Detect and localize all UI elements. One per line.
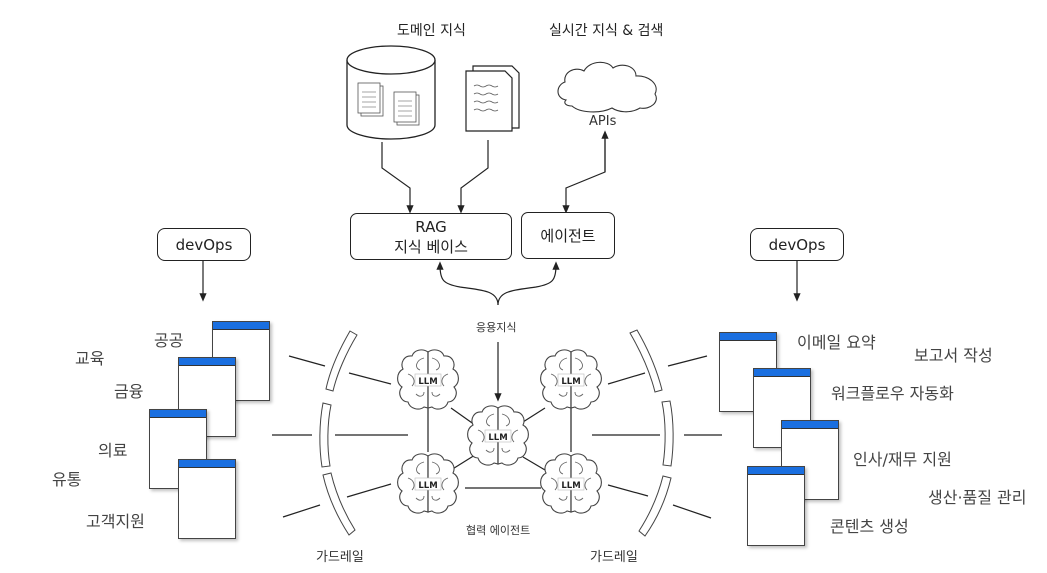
left-guardrail-lines [272,355,408,518]
right-app-window-4 [747,466,805,546]
right-guardrail-lines [592,355,722,519]
right-devops-box[interactable]: devOps [750,228,844,261]
left-guardrail-label: 가드레일 [316,550,364,565]
right-guardrail-label: 가드레일 [590,550,638,565]
llm-label: LLM [488,433,507,443]
task-label-production-quality: 생산·품질 관리 [928,488,1027,507]
llm-connections [427,407,572,489]
domain-label-medical: 의료 [98,441,128,460]
cloud-icon [557,61,657,113]
db-to-rag-arrow [381,142,414,214]
llm-brain-icon: LLM [467,405,529,466]
document-stack-icon [465,65,520,132]
left-devops-box[interactable]: devOps [157,228,251,261]
llm-label: LLM [561,481,580,491]
rag-knowledge-base-box[interactable]: RAG 지식 베이스 [350,213,512,260]
task-label-workflow-automation: 워크플로우 자동화 [831,384,954,403]
left-app-window-2 [178,357,236,437]
right-devops-label: devOps [768,235,826,254]
agent-box[interactable]: 에이전트 [521,212,615,259]
task-label-report-writing: 보고서 작성 [914,346,993,365]
llm-brain-icon: LLM [540,349,602,410]
llm-label: LLM [418,481,437,491]
domain-label-retail: 유통 [52,470,82,489]
docs-to-rag-arrow [457,140,489,214]
agent-label: 에이전트 [540,226,596,245]
domain-label-public: 공공 [154,331,184,350]
apis-agent-arrow [562,132,606,214]
domain-knowledge-title: 도메인 지식 [397,23,466,39]
domain-label-finance: 금융 [114,382,144,401]
applied-knowledge-label: 응용지식 [476,321,517,334]
domain-label-customer-support: 고객지원 [86,512,145,531]
llm-label: LLM [561,377,580,387]
llm-brain-icon: LLM [397,453,459,514]
realtime-knowledge-title: 실시간 지식 & 검색 [549,23,664,39]
left-app-window-4 [178,459,236,539]
database-icon [346,45,436,140]
applied-knowledge-fork [436,261,499,306]
task-label-email-summary: 이메일 요약 [797,333,876,352]
right-guardrail [629,329,674,537]
rag-title: RAG [415,217,447,236]
domain-label-education: 교육 [75,349,105,368]
rag-subtitle: 지식 베이스 [394,237,468,256]
left-devops-label: devOps [175,235,233,254]
collab-agent-label: 협력 에이전트 [466,524,531,537]
llm-label: LLM [418,377,437,387]
llm-brain-icon: LLM [540,453,602,514]
apis-label: APIs [589,114,617,129]
task-label-hr-finance: 인사/재무 지원 [853,450,952,469]
task-label-content-creation: 콘텐츠 생성 [830,517,909,536]
left-guardrail [319,330,358,536]
llm-brain-icon: LLM [397,349,459,410]
